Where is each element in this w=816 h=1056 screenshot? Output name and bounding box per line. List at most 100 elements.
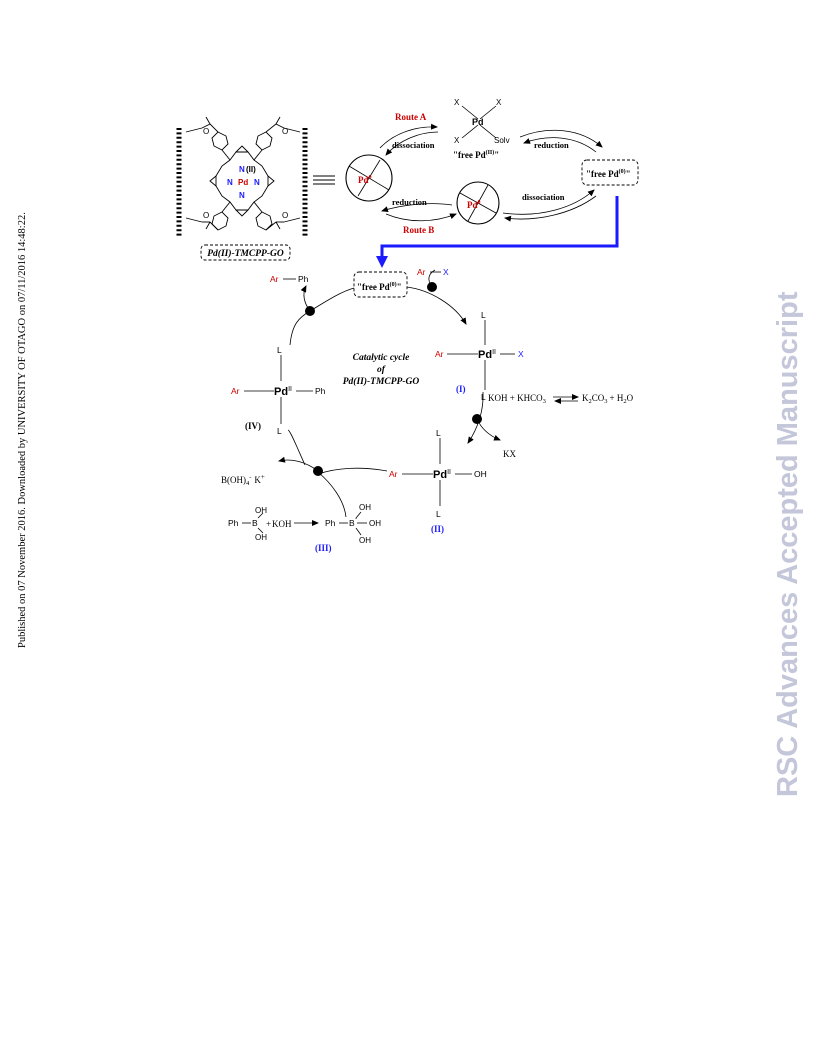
porphyrin-n-right: N	[254, 178, 260, 187]
base-equilibrium: KOH + KHCO3 K2CO3+ H2O	[488, 393, 634, 405]
free-pd0-box-label: "free Pd(0)"	[586, 168, 631, 179]
borate-exit-arrow	[278, 456, 319, 472]
borate-byproduct: B(OH)4-K+	[221, 473, 265, 487]
svg-text:K2CO3+ H2O: K2CO3+ H2O	[582, 393, 634, 405]
free-pd2-label: "free Pd(II)"	[453, 149, 499, 160]
ester-oxygen-1: O	[203, 127, 209, 136]
svg-text:KOH: KOH	[272, 519, 292, 529]
svg-text:L: L	[481, 310, 486, 320]
porphyrin-n-bottom: N	[239, 191, 245, 200]
svg-text:Ar: Ar	[417, 267, 426, 277]
svg-text:Ar: Ar	[231, 386, 240, 396]
complex-i-label: (I)	[456, 384, 466, 394]
route-a-reduction-label: reduction	[534, 140, 569, 150]
svg-text:OH: OH	[474, 469, 487, 479]
porphyrin-metal: Pd	[238, 178, 248, 187]
cycle-title-line2: of	[377, 365, 386, 375]
cycle-free-pd0-box	[353, 271, 408, 298]
catalyst-structure: O O O O N (II) N Pd N N	[176, 116, 308, 238]
catalyst-label-box: Pd(II)-TMCPP-GO	[200, 244, 291, 261]
porphyrin-n-top: N	[239, 165, 245, 174]
svg-text:KOH + KHCO3: KOH + KHCO3	[488, 393, 546, 405]
supported-pd0-left: Pd0	[345, 154, 393, 202]
complex-x-3: X	[454, 136, 460, 145]
biaryl-product: Ar Ph	[270, 274, 309, 284]
svg-text:L: L	[436, 428, 441, 438]
svg-text:Ar: Ar	[270, 274, 279, 284]
supported-pd0-right: Pd0	[456, 181, 500, 225]
svg-text:PdII: PdII	[478, 349, 496, 361]
boronate-entry-arc	[317, 471, 347, 518]
svg-text:L: L	[481, 392, 486, 402]
complex-x-2: X	[496, 98, 502, 107]
svg-text:OH: OH	[255, 533, 267, 542]
svg-text:OH: OH	[359, 503, 371, 512]
cycle-dot-kx	[472, 414, 482, 424]
svg-text:X: X	[443, 267, 449, 277]
complex-ii-label: (II)	[431, 524, 444, 534]
complex-i: L Ar PdII X L (I)	[435, 310, 524, 402]
ester-oxygen-2: O	[282, 127, 288, 136]
svg-text:L: L	[436, 509, 441, 519]
complex-iv-label: (IV)	[245, 421, 261, 431]
svg-text:Ph: Ph	[315, 386, 326, 396]
transmetalation-arc	[317, 467, 388, 475]
svg-text:OH: OH	[255, 506, 267, 515]
cycle-left-upper-arc	[289, 310, 311, 346]
svg-text:B: B	[252, 518, 258, 528]
porphyrin-oxidation-state: (II)	[246, 165, 256, 174]
ester-oxygen-4: O	[282, 211, 288, 220]
pd0-left-label: Pd0	[358, 175, 372, 185]
porphyrin-core	[185, 116, 301, 231]
cycle-title-line3: Pd(II)-TMCPP-GO	[343, 376, 420, 387]
svg-text:B: B	[349, 518, 355, 528]
svg-text:Ph: Ph	[228, 518, 239, 528]
route-b-dissociation-label: dissociation	[522, 192, 565, 202]
blue-entry-arrow	[376, 196, 619, 268]
svg-text:L: L	[277, 426, 282, 436]
route-a-dissociation-arrows	[379, 123, 439, 156]
pd2-reduction-arrows	[519, 129, 603, 153]
route-a-dissociation-label: dissociation	[392, 140, 435, 150]
complex-ii: L Ar PdII OH L (II)	[389, 428, 487, 534]
cycle-free-pd0-label: "free Pd(0)"	[357, 281, 402, 292]
porphyrin-n-left: N	[227, 178, 233, 187]
complex-x-1: X	[454, 98, 460, 107]
phenylboronic-acid: Ph B OH OH + KOH	[228, 506, 292, 542]
svg-text:Ph: Ph	[325, 518, 336, 528]
svg-text:X: X	[518, 349, 524, 359]
route-b-reduction-arrows	[381, 203, 457, 222]
complex-iii-label: (III)	[315, 543, 332, 553]
route-b-label: Route B	[403, 225, 434, 235]
boronate-complex-iii: Ph B - OH OH OH (III)	[315, 503, 381, 553]
svg-text:Ph: Ph	[298, 274, 309, 284]
catalytic-cycle: "free Pd(0)" Catalytic cycle of Pd(II)-T…	[221, 267, 634, 553]
svg-text:L: L	[277, 345, 282, 355]
cycle-dot-borate	[313, 466, 323, 476]
svg-text:OH: OH	[359, 536, 371, 545]
complex-solv: Solv	[494, 136, 510, 145]
reductive-elimination-arc	[309, 287, 355, 312]
pd2-solvent-complex: X X Pd X Solv	[454, 98, 510, 145]
cycle-left-lower-arc	[287, 429, 306, 466]
equivalence-sign	[313, 175, 335, 185]
oxidative-addition-arc	[406, 286, 467, 325]
svg-text:-: -	[355, 515, 357, 522]
route-b-reduction-label: reduction	[392, 197, 427, 207]
ester-oxygen-3: O	[203, 211, 209, 220]
svg-text:Ar: Ar	[389, 469, 398, 479]
route-a-label: Route A	[395, 112, 427, 122]
cycle-dot-arx	[427, 282, 437, 292]
complex-pd: Pd	[472, 117, 484, 127]
catalyst-label: Pd(II)-TMCPP-GO	[207, 248, 284, 259]
aryl-halide-reagent: Ar X	[417, 267, 449, 277]
kx-byproduct: KX	[503, 449, 516, 459]
svg-text:Ar: Ar	[435, 349, 444, 359]
free-pd0-box: "free Pd(0)"	[581, 159, 639, 186]
svg-text:OH: OH	[369, 519, 381, 528]
pd0-right-label: Pd0	[467, 200, 481, 210]
svg-text:PdII: PdII	[274, 386, 292, 398]
complex-iv: L Ar PdII Ph L (IV)	[231, 345, 326, 436]
cycle-title-line1: Catalytic cycle	[353, 353, 410, 363]
